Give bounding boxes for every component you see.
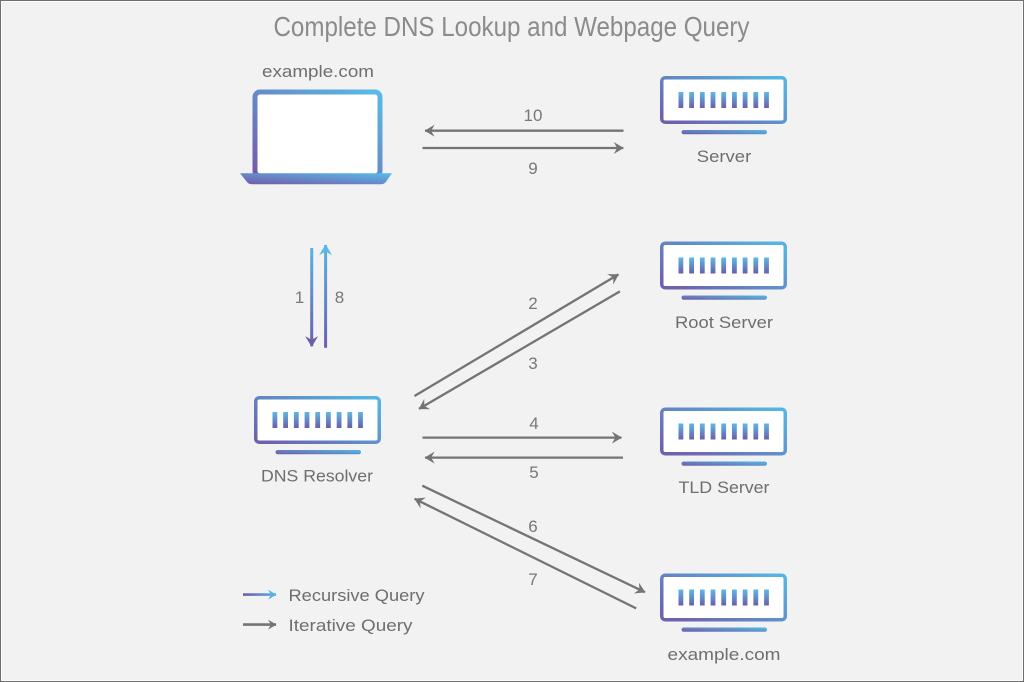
svg-text:10: 10 [524, 106, 543, 125]
svg-text:Root Server: Root Server [675, 313, 773, 332]
svg-text:8: 8 [335, 288, 344, 307]
svg-text:Recursive Query: Recursive Query [289, 586, 426, 605]
svg-text:9: 9 [528, 159, 537, 178]
svg-text:5: 5 [529, 463, 538, 482]
svg-text:6: 6 [528, 517, 537, 536]
svg-text:Iterative Query: Iterative Query [289, 616, 414, 635]
svg-text:DNS Resolver: DNS Resolver [261, 467, 373, 486]
svg-text:1: 1 [295, 288, 304, 307]
svg-text:example.com: example.com [668, 645, 781, 664]
svg-text:4: 4 [529, 414, 538, 433]
svg-text:TLD Server: TLD Server [679, 478, 770, 497]
svg-text:Server: Server [697, 147, 752, 166]
svg-text:Complete DNS Lookup and Webpag: Complete DNS Lookup and Webpage Query [274, 11, 750, 42]
svg-text:example.com: example.com [262, 62, 374, 81]
svg-text:7: 7 [528, 570, 537, 589]
svg-text:3: 3 [528, 354, 537, 373]
svg-text:2: 2 [528, 294, 537, 313]
